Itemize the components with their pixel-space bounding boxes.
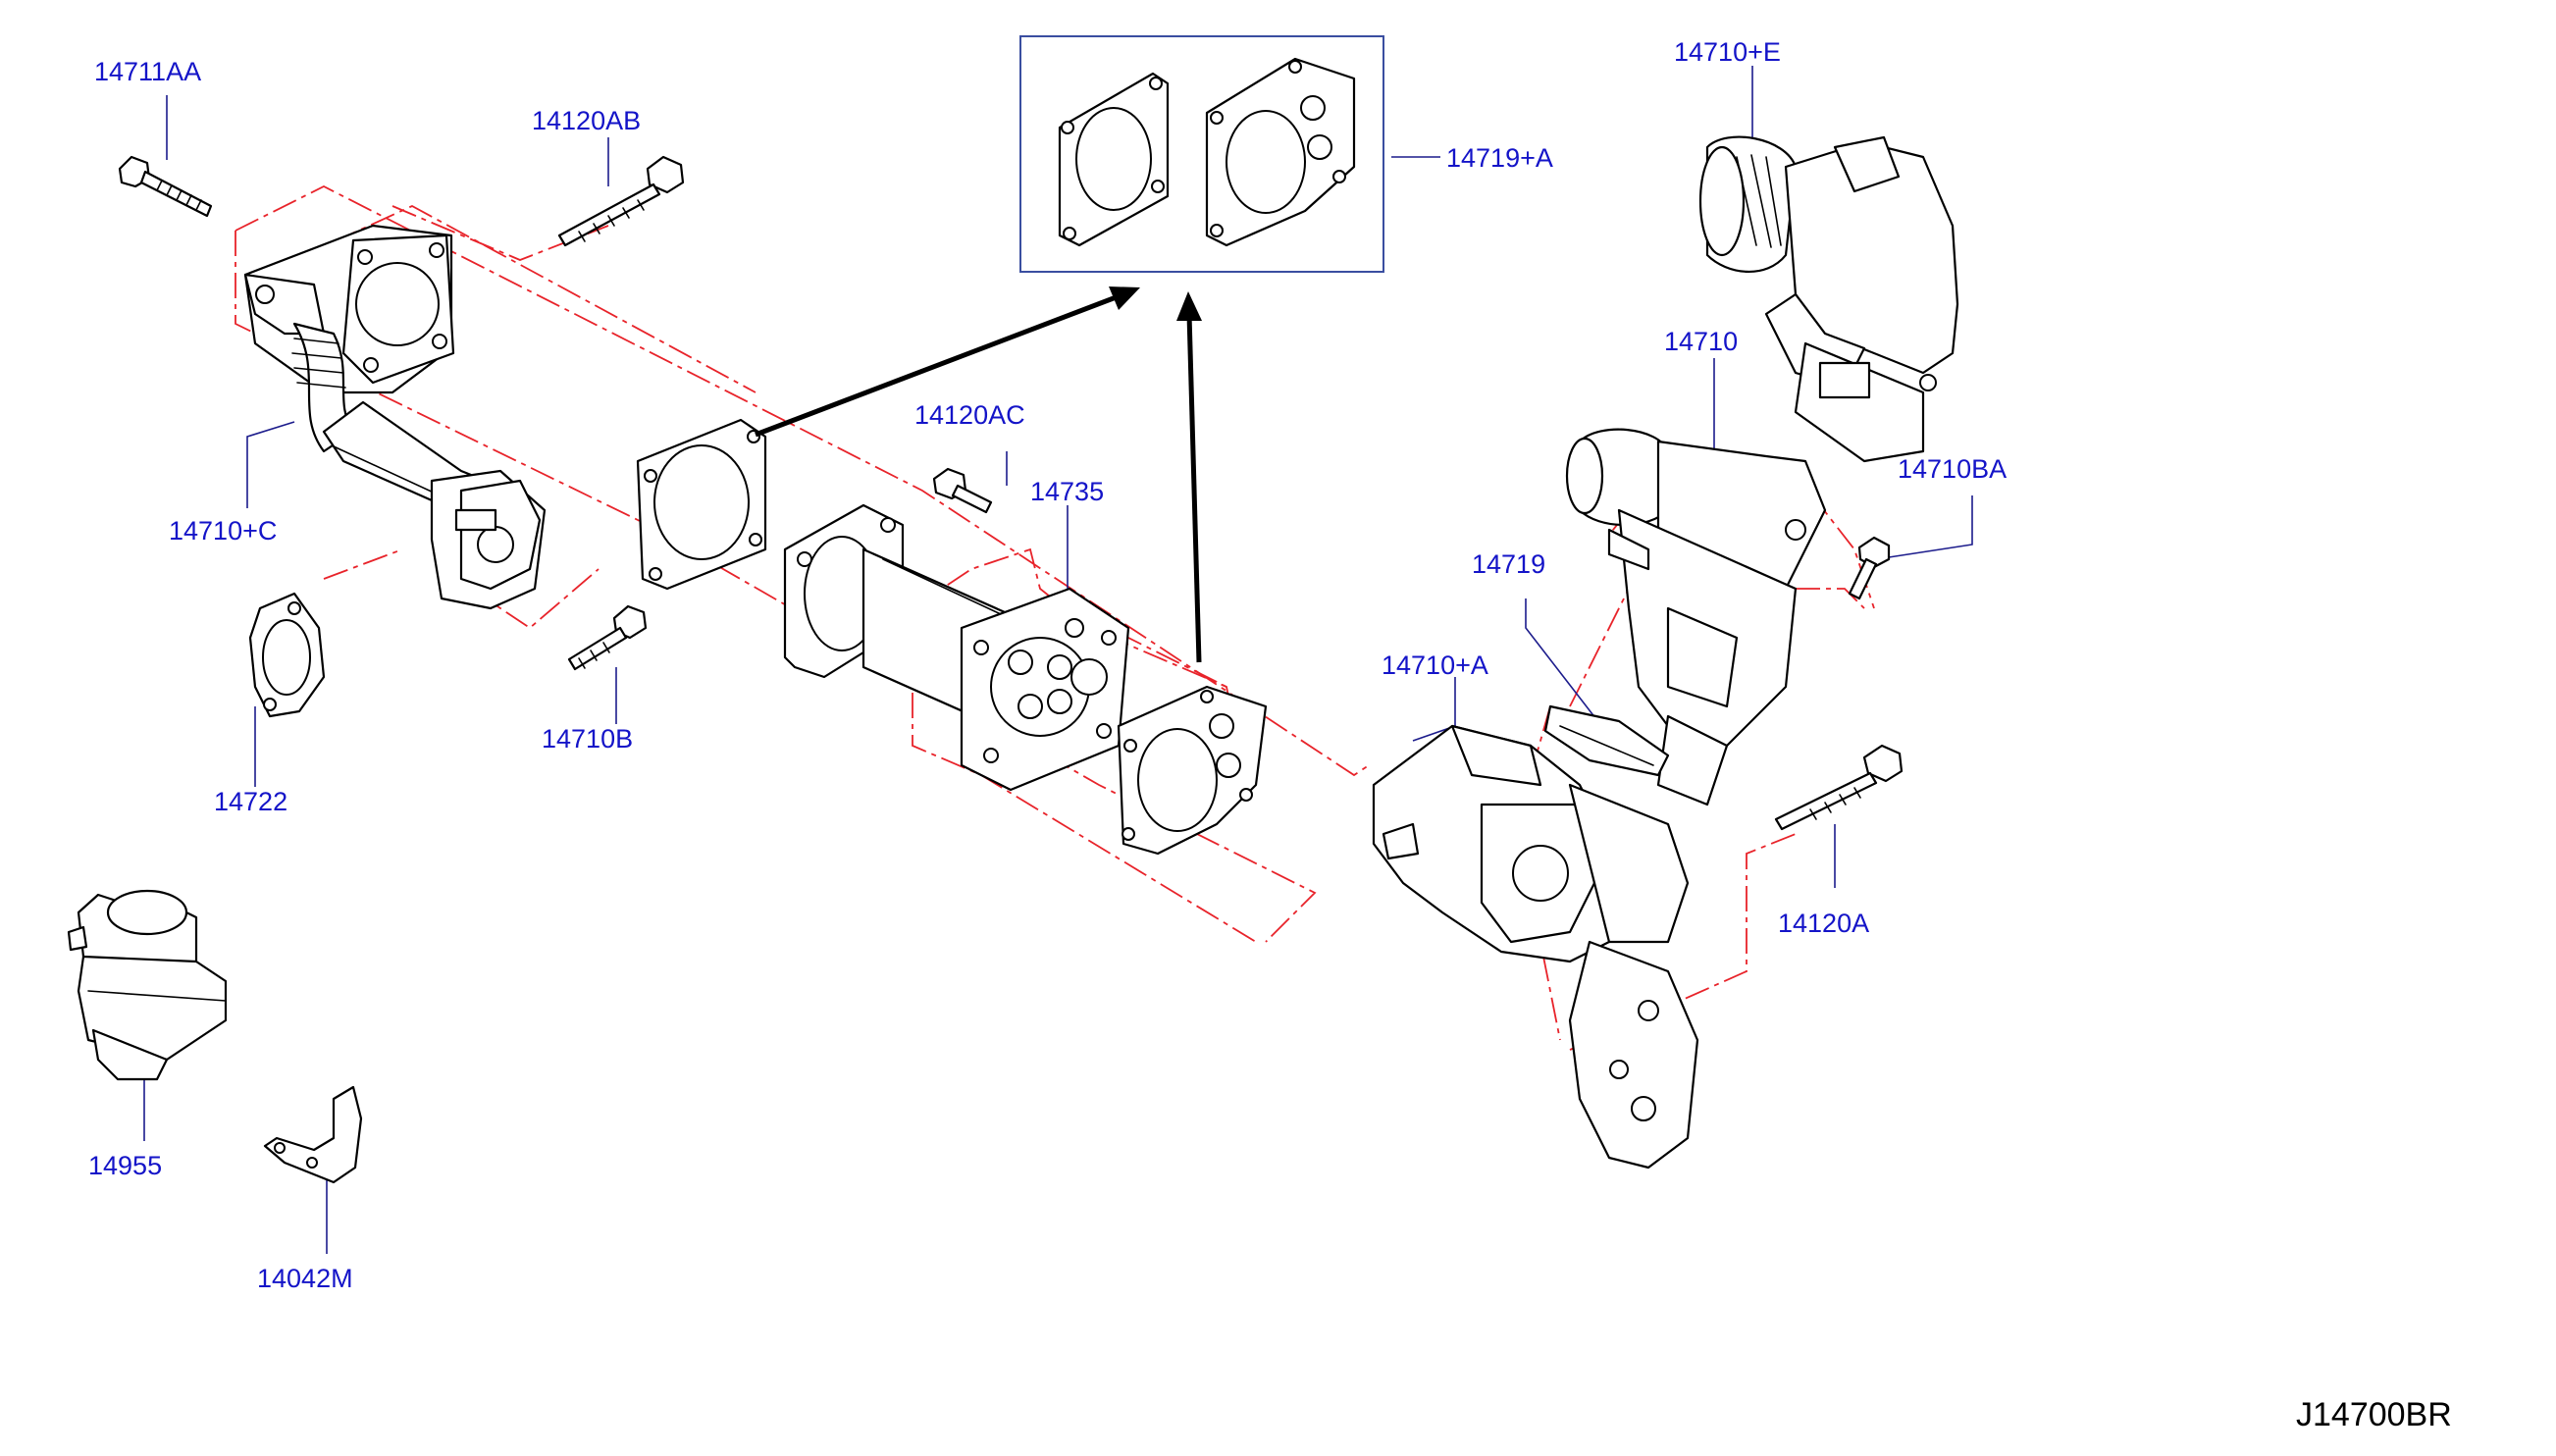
label-14710: 14710 — [1664, 327, 1739, 356]
label-14042M: 14042M — [257, 1264, 353, 1293]
label-14735: 14735 — [1030, 477, 1105, 506]
label-14711AA: 14711AA — [94, 57, 202, 86]
label-14710C: 14710+C — [169, 516, 278, 546]
gasket-14722 — [248, 592, 326, 718]
gasket-square — [636, 418, 767, 591]
bolt-14120AB — [557, 155, 685, 247]
diagram-code: J14700BR — [2296, 1396, 2452, 1433]
label-14710BA: 14710BA — [1898, 454, 2008, 484]
egr-cooler-14735 — [783, 503, 1130, 792]
label-14719A: 14719+A — [1446, 143, 1553, 173]
gasket-14719-lower — [1117, 685, 1268, 856]
egr-valve-14710E — [1698, 135, 1959, 463]
label-14955: 14955 — [88, 1151, 163, 1180]
label-14710A: 14710+A — [1382, 650, 1488, 680]
label-14719: 14719 — [1472, 549, 1546, 579]
label-14722: 14722 — [214, 787, 288, 816]
bolt-14710BA — [1848, 536, 1891, 600]
leader-lines — [143, 66, 1973, 1254]
bolt-14710B — [567, 604, 648, 671]
callout-box-14719A — [1019, 35, 1384, 273]
bracket-14042M — [263, 1085, 363, 1184]
gasket-14719 — [1543, 704, 1670, 777]
label-14120AB: 14120AB — [532, 106, 642, 135]
bolt-14711AA — [118, 155, 213, 218]
egr-unit-14710 — [1565, 428, 1827, 806]
label-14120A: 14120A — [1778, 909, 1870, 938]
egr-tube-14710C — [243, 224, 547, 610]
label-14710B: 14710B — [542, 724, 634, 754]
label-14710E: 14710+E — [1674, 37, 1781, 67]
reference-arrows — [755, 286, 1202, 663]
bolt-14120A — [1774, 744, 1904, 831]
solenoid-14955 — [67, 889, 228, 1081]
bolt-14120AC — [932, 467, 993, 514]
egr-cooler-housing-14710A — [1372, 724, 1699, 1170]
label-14120AC: 14120AC — [914, 400, 1025, 430]
